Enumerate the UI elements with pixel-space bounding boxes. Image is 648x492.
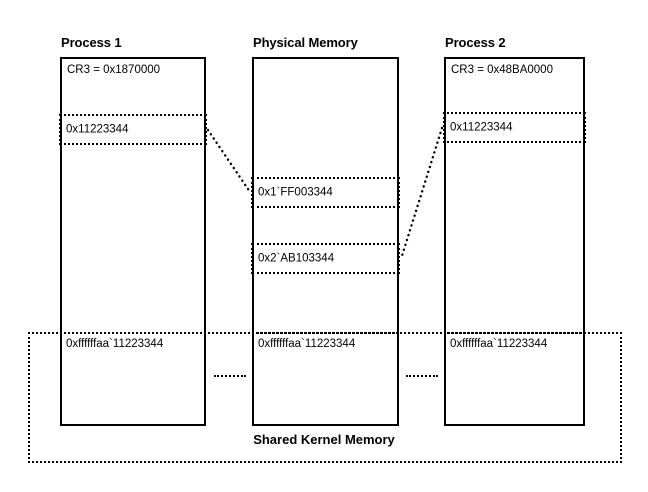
physical-frame-slab-2: 0x2`AB103344 [251, 243, 400, 274]
process-2-virtual-page-label: 0x11223344 [450, 120, 513, 133]
process-1-kernel-address-label: 0xffffffaa`11223344 [66, 338, 164, 350]
kernel-connector-left [214, 375, 246, 377]
process-2-kernel-address-label: 0xffffffaa`11223344 [450, 338, 548, 350]
column-title-physical-memory: Physical Memory [253, 35, 358, 50]
process-1-address-space-box [60, 57, 206, 426]
physical-frame-2-label: 0x2`AB103344 [258, 251, 335, 264]
physical-frame-1-label: 0x1`FF003344 [258, 185, 333, 198]
process-2-kernel-slab: 0xffffffaa`11223344 [444, 332, 585, 426]
link-process2-to-frame2 [399, 126, 444, 261]
physical-memory-box [252, 57, 399, 426]
process-1-kernel-slab: 0xffffffaa`11223344 [60, 332, 206, 426]
physical-frame-slab-1: 0x1`FF003344 [251, 177, 400, 208]
process-1-virtual-page-label: 0x11223344 [66, 122, 129, 135]
process-2-address-space-box [444, 57, 585, 426]
physical-memory-kernel-address-label: 0xffffffaa`11223344 [258, 338, 356, 350]
column-title-process-1: Process 1 [61, 35, 122, 50]
shared-kernel-memory-caption: Shared Kernel Memory [253, 432, 395, 447]
physical-memory-kernel-slab: 0xffffffaa`11223344 [252, 332, 399, 426]
process-2-virtual-page-slab: 0x11223344 [443, 112, 586, 143]
kernel-connector-right [406, 375, 438, 377]
process-1-cr3-label: CR3 = 0x1870000 [67, 64, 161, 76]
link-process1-to-frame1 [206, 128, 252, 194]
column-title-process-2: Process 2 [445, 35, 506, 50]
process-1-virtual-page-slab: 0x11223344 [59, 114, 207, 145]
process-2-cr3-label: CR3 = 0x48BA0000 [451, 64, 553, 76]
